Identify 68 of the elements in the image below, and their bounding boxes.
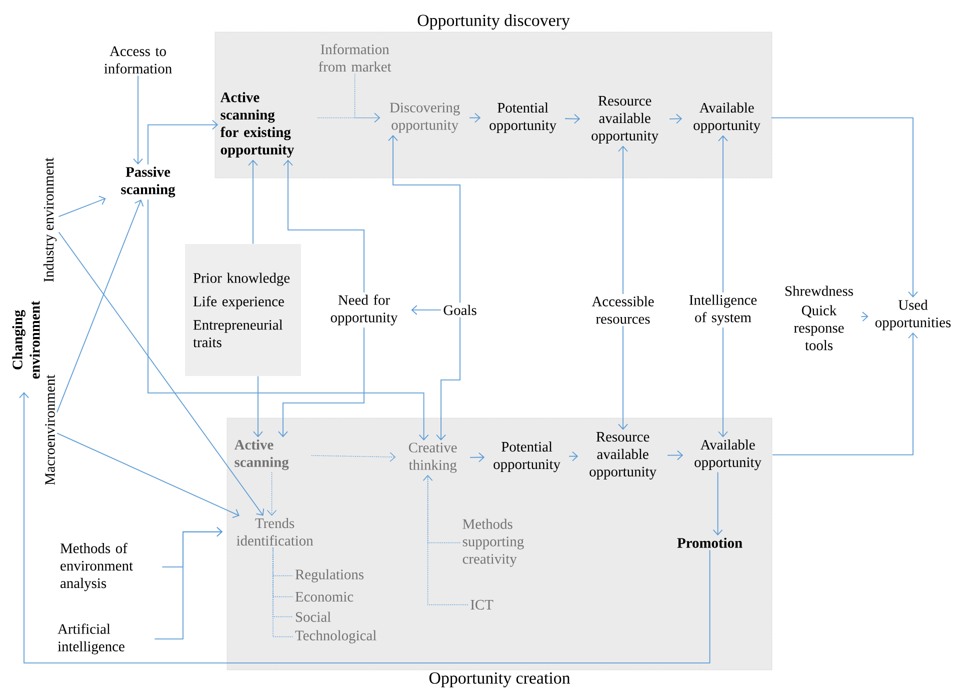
text-label: Resource available opportunity <box>590 432 656 480</box>
arrow <box>56 432 240 518</box>
arrow <box>248 160 258 244</box>
text-label: Resource available opportunity <box>592 96 658 144</box>
text-label: ICT <box>470 600 494 610</box>
text-label: Trends identification <box>236 518 314 546</box>
text-label: Active scanning <box>234 439 289 470</box>
dotted-arrow <box>422 475 460 544</box>
text-label: Discovering opportunity <box>390 102 460 133</box>
arrow <box>148 120 218 165</box>
text-label: Regulations <box>295 569 364 582</box>
arrow <box>283 160 364 293</box>
arrow <box>58 232 264 516</box>
arrow <box>618 146 628 294</box>
arrow <box>56 200 144 413</box>
arrow <box>133 75 143 164</box>
arrow <box>411 305 442 315</box>
arrow <box>771 117 918 298</box>
text-label: Access to information <box>104 46 172 74</box>
arrow <box>154 526 223 640</box>
text-label: Intelligence of system <box>689 294 757 326</box>
dotted-arrow <box>311 452 396 462</box>
text-label: Potential opportunity <box>494 442 560 472</box>
dotted-arrow <box>317 112 380 123</box>
text-label: Creative thinking <box>408 442 457 473</box>
text-label: Methods of environment analysis <box>60 542 133 592</box>
arrow <box>718 327 728 438</box>
dotted-arrow <box>266 472 277 516</box>
text-label: Accessible resources <box>592 296 654 324</box>
arrow <box>470 452 485 462</box>
text-label: Information from market <box>318 44 392 72</box>
text-label: Active scanning for existing opportunity <box>220 92 294 158</box>
text-label: Used opportunities <box>875 300 951 330</box>
arrow <box>669 114 682 124</box>
text-label: Macroenvironment <box>45 374 55 485</box>
arrow <box>564 114 580 124</box>
arrow <box>58 196 106 218</box>
text-label: Shrewdness Quick response tools <box>785 286 853 350</box>
text-label: Artificial intelligence <box>58 624 124 654</box>
arrow <box>772 332 918 456</box>
text-label: Technological <box>295 630 376 644</box>
arrow <box>148 199 429 441</box>
text-label: Available opportunity <box>694 440 762 470</box>
text-label: Goals <box>444 304 476 316</box>
text-label: Promotion <box>677 538 742 548</box>
node-label: Opportunity discovery <box>418 14 570 30</box>
arrow <box>253 376 263 438</box>
text-label: Social <box>296 612 331 622</box>
text-label: Changing environment <box>12 300 40 379</box>
text-label: Available opportunity <box>694 102 760 134</box>
arrow <box>278 327 364 438</box>
arrow <box>712 472 723 536</box>
arrow <box>436 316 460 441</box>
connector-line <box>272 547 294 638</box>
arrow <box>19 392 710 664</box>
arrow <box>469 112 481 123</box>
text-label: Need for opportunity <box>330 294 398 326</box>
shaded-box: Prior knowledge Life experience Entrepreneurial traits <box>185 244 301 376</box>
arrow <box>718 135 728 293</box>
arrow <box>618 326 628 430</box>
text-label: Economic <box>295 592 354 602</box>
text-label: Potential opportunity <box>490 102 556 134</box>
text-label: Industry environment <box>43 158 57 282</box>
text-label: Methods supporting creativity <box>462 518 524 567</box>
arrow <box>667 450 684 460</box>
node-label: Opportunity creation <box>429 672 570 688</box>
arrow <box>388 135 460 304</box>
text-label: Passive scanning <box>121 166 176 198</box>
